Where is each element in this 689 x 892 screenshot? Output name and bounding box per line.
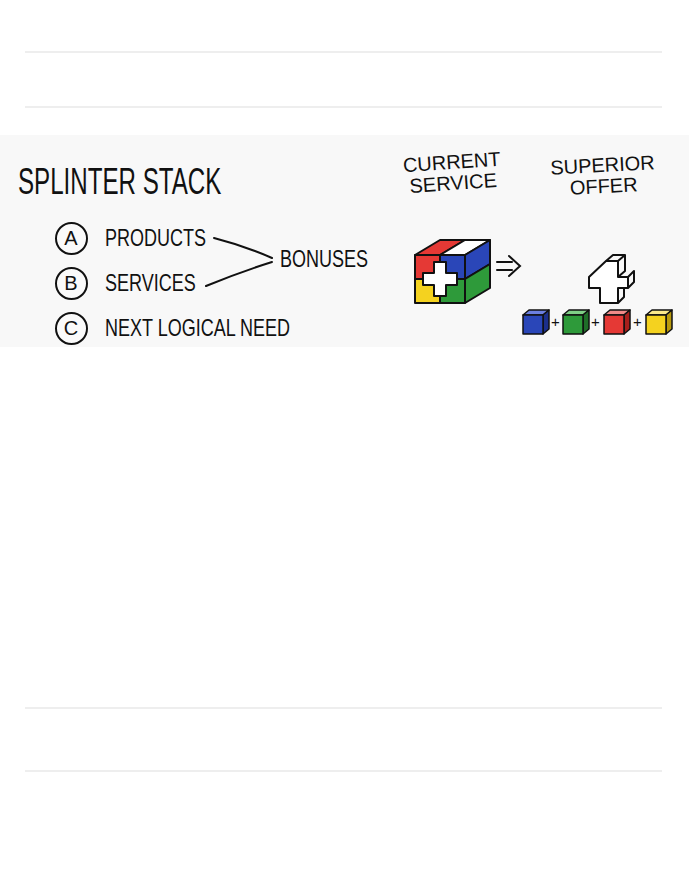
list-item: PRODUCTS (105, 225, 206, 250)
letter-circle: C (55, 312, 88, 345)
letter-circle: A (55, 222, 88, 255)
arrow-symbol (497, 256, 520, 276)
small-cubes (523, 310, 672, 334)
circle-letter: C (64, 318, 78, 339)
plus-sign: + (591, 314, 600, 330)
column-heading: CURRENT SERVICE (392, 148, 513, 198)
bracket (206, 238, 272, 286)
bracket-label: BONUSES (280, 246, 368, 271)
plus-sign: + (551, 314, 560, 330)
circle-letter: A (64, 228, 77, 249)
list-item: NEXT LOGICAL NEED (105, 315, 290, 340)
circle-letter: B (64, 273, 77, 294)
cube-current (415, 240, 490, 303)
image-band (0, 135, 689, 347)
column-heading: SUPERIOR OFFER (546, 152, 660, 200)
title: SPLINTER STACK (18, 163, 221, 201)
letter-circle: B (55, 267, 88, 300)
plus-sign: + (633, 314, 642, 330)
plus-outline (589, 255, 634, 303)
list-item: SERVICES (105, 270, 196, 295)
